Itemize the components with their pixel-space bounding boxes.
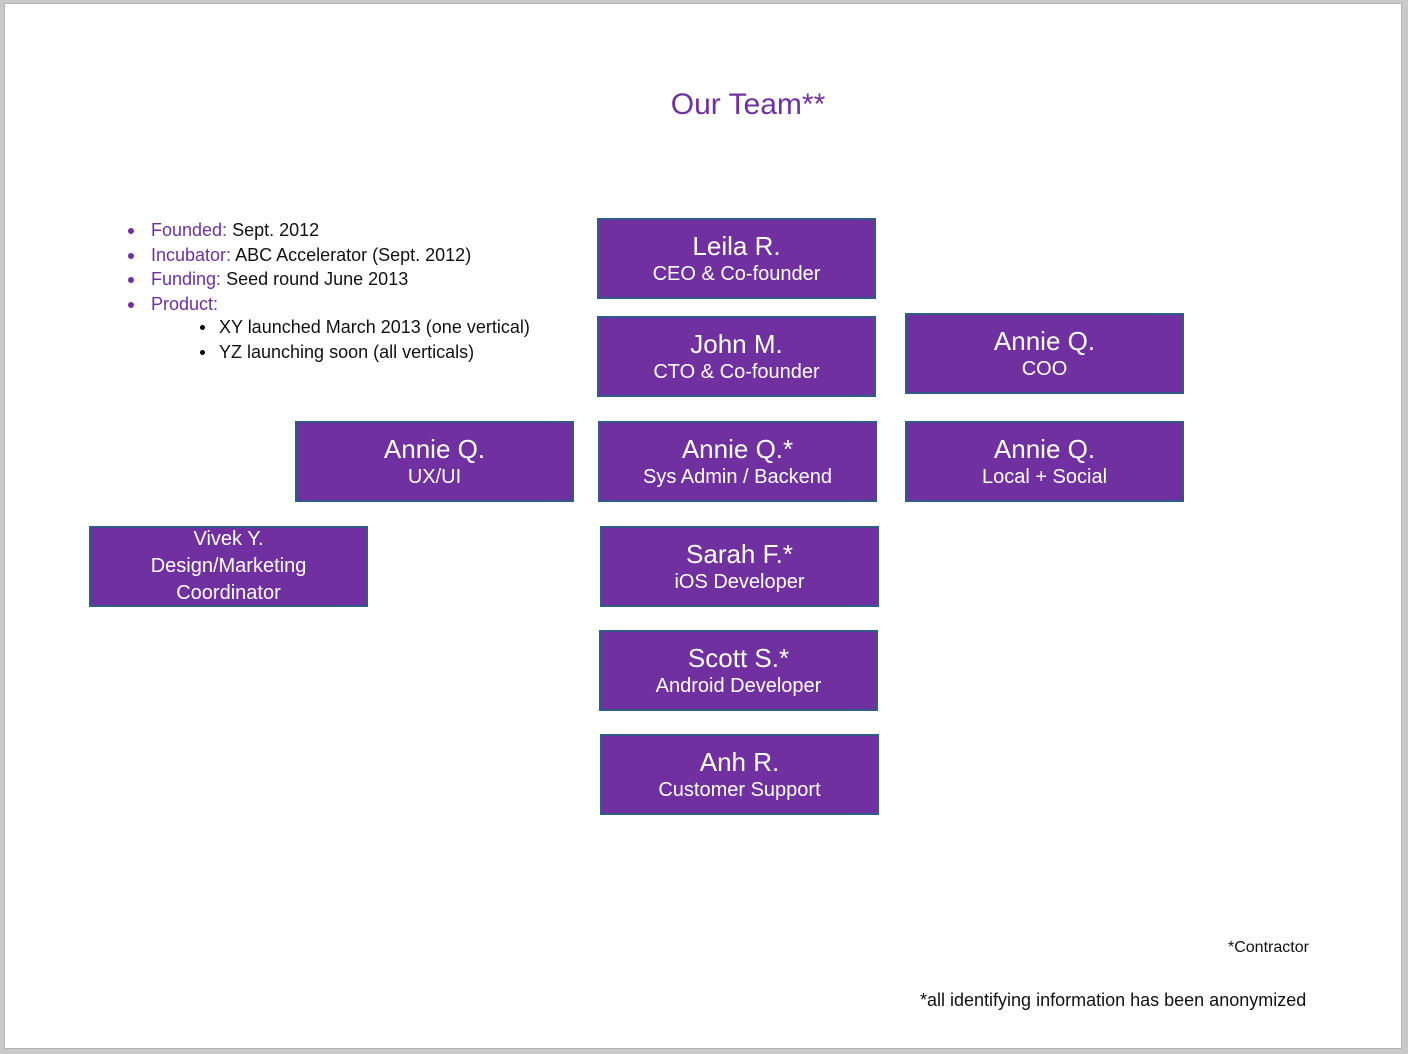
team-box-vivek: Vivek Y. Design/Marketing Coordinator — [89, 526, 368, 607]
fact-product: Product: — [123, 292, 471, 317]
member-role: Android Developer — [655, 675, 822, 698]
fact-funding: Funding: Seed round June 2013 — [123, 267, 471, 292]
member-name: Annie Q. — [993, 325, 1096, 356]
team-box-john: John M. CTO & Co-founder — [597, 316, 876, 397]
fact-label: Funding: — [151, 269, 222, 289]
product-item: XY launched March 2013 (one vertical) — [195, 315, 530, 340]
team-box-annie-sysadmin: Annie Q.* Sys Admin / Backend — [598, 421, 877, 502]
product-item: YZ launching soon (all verticals) — [195, 340, 530, 365]
member-role: CEO & Co-founder — [652, 263, 821, 286]
fact-value: ABC Accelerator (Sept. 2012) — [231, 244, 472, 265]
fact-founded: Founded: Sept. 2012 — [123, 218, 471, 243]
team-box-leila: Leila R. CEO & Co-founder — [597, 218, 876, 299]
slide-title: Our Team** — [670, 88, 826, 121]
fact-incubator: Incubator: ABC Accelerator (Sept. 2012) — [123, 243, 471, 268]
team-box-anh: Anh R. Customer Support — [600, 734, 879, 815]
fact-label: Incubator: — [151, 244, 232, 265]
anonymized-note: *all identifying information has been an… — [920, 990, 1307, 1010]
member-role: iOS Developer — [674, 571, 805, 594]
fact-value: Seed round June 2013 — [221, 269, 409, 289]
contractor-note: *Contractor — [1228, 939, 1309, 956]
member-name: Annie Q. — [993, 433, 1096, 464]
fact-label: Founded: — [151, 220, 228, 240]
team-box-sarah: Sarah F.* iOS Developer — [600, 526, 879, 607]
member-name: Annie Q.* — [681, 433, 794, 464]
member-role: Customer Support — [658, 779, 821, 802]
team-box-annie-local: Annie Q. Local + Social — [905, 421, 1184, 502]
member-role: Local + Social — [981, 466, 1108, 489]
member-name: Anh R. — [699, 746, 780, 777]
fact-label: Product: — [151, 293, 219, 314]
fact-value: Sept. 2012 — [227, 220, 320, 240]
team-box-annie-ux: Annie Q. UX/UI — [295, 421, 574, 502]
member-role: COO — [1021, 358, 1068, 381]
member-name: Annie Q. — [383, 433, 486, 464]
member-name: Scott S.* — [687, 642, 790, 673]
member-role: Coordinator — [176, 582, 281, 604]
member-name: Sarah F.* — [686, 538, 793, 569]
team-box-annie-coo: Annie Q. COO — [905, 313, 1184, 394]
slide: Our Team** Founded: Sept. 2012 Incubator… — [5, 4, 1401, 1048]
team-box-scott: Scott S.* Android Developer — [599, 630, 878, 711]
member-name: John M. — [690, 328, 783, 359]
member-name: Vivek Y. — [193, 528, 264, 550]
company-facts-list: Founded: Sept. 2012 Incubator: ABC Accel… — [123, 218, 471, 316]
member-role: Design/Marketing — [150, 555, 307, 577]
member-role: UX/UI — [407, 466, 462, 489]
product-items-list: XY launched March 2013 (one vertical) YZ… — [195, 315, 530, 365]
member-role: CTO & Co-founder — [653, 361, 820, 384]
member-role: Sys Admin / Backend — [643, 466, 832, 489]
member-name: Leila R. — [692, 230, 781, 261]
